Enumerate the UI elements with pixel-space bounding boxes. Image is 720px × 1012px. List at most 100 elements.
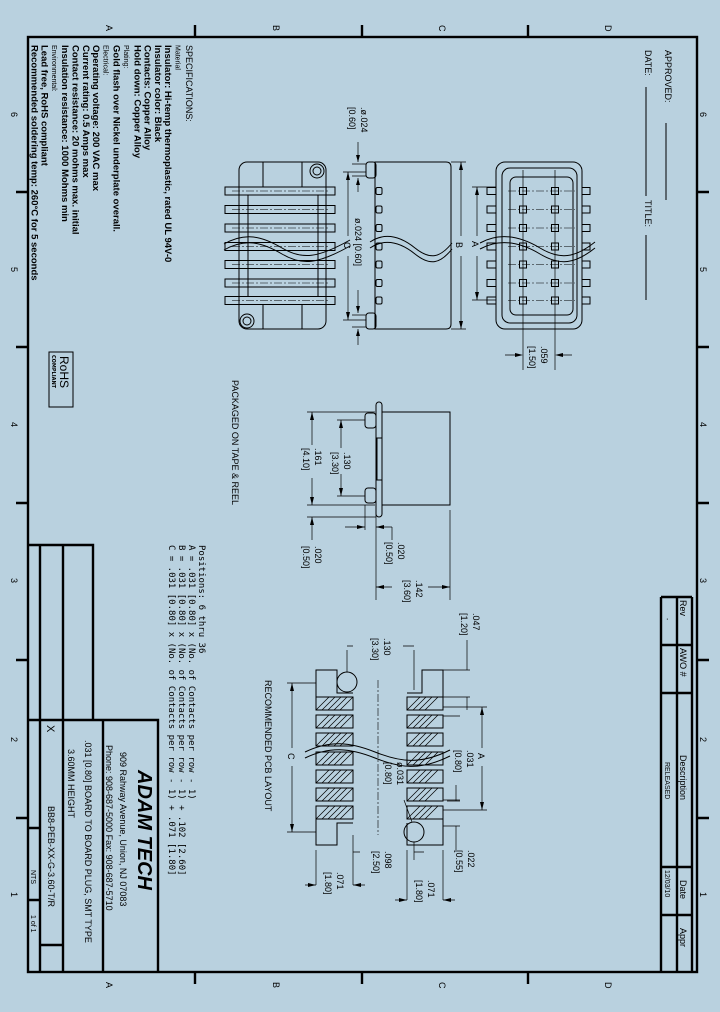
- pad-hatch: [321, 732, 336, 747]
- dim-pcb-hole-dia-mm: [0.80]: [383, 762, 393, 785]
- dim-pcb-022: .022: [466, 850, 476, 868]
- zone-number: 1: [9, 892, 19, 897]
- pad-hatch: [321, 696, 336, 711]
- formula-a: A = .031 [0.80] x (No. of Contacts per r…: [186, 545, 196, 800]
- pad-hatch: [418, 769, 433, 784]
- approval-block: APPROVED: DATE: TITLE:: [643, 50, 673, 300]
- dim-pkg-020a: .020: [313, 546, 323, 564]
- pad-hatch: [333, 714, 348, 729]
- pad-hatch: [424, 696, 439, 711]
- pad-hatch: [333, 732, 348, 747]
- part-description: .031 [0.80] BOARD TO BOARD PLUG, SMT TYP…: [83, 740, 93, 943]
- solder-pad: [406, 787, 444, 802]
- contact-tab: [486, 279, 497, 287]
- spec-line: Contacts: Copper Alloy: [142, 45, 153, 151]
- zone-number: 5: [698, 267, 708, 272]
- dim-pkg-020b: .020: [396, 542, 406, 560]
- pad-hatch: [333, 787, 348, 802]
- spec-line: Lead free, RoHS compliant: [39, 45, 50, 167]
- pad-hatch: [315, 805, 330, 820]
- zone-number: 3: [9, 578, 19, 583]
- dim-pkg-161: .161: [313, 448, 323, 466]
- pad-hatch: [418, 696, 433, 711]
- pad-hatch: [418, 714, 433, 729]
- approved-label: APPROVED:: [663, 50, 673, 103]
- pad-hatch: [315, 714, 330, 729]
- pad-hatch: [333, 769, 348, 784]
- solder-pad: [315, 714, 354, 729]
- zone-letter: C: [437, 25, 447, 32]
- contact-square: [551, 224, 559, 232]
- revision-table: Rev AWO # Description Date Appr - RELEAS…: [659, 595, 694, 972]
- pad-hatch: [418, 751, 433, 766]
- pad-hatch: [406, 751, 421, 766]
- zone-ticks: [16, 25, 709, 984]
- contact-tail: [375, 187, 383, 195]
- contact-square: [519, 279, 527, 287]
- pad-hatch: [333, 696, 348, 711]
- dim-pcb-022-mm: [0.55]: [454, 850, 464, 873]
- spec-line: Gold flash over Nickel underplate overal…: [111, 45, 122, 232]
- pad-hatch: [406, 769, 421, 784]
- contact-pin: [224, 205, 336, 214]
- solder-pad: [315, 805, 354, 820]
- date-header: Date: [678, 880, 688, 899]
- dim-label-a: A: [470, 241, 480, 247]
- contact-tab: [581, 224, 591, 232]
- solder-pad: [315, 696, 354, 711]
- zone-number: 4: [698, 422, 708, 427]
- pad-hatch: [315, 696, 330, 711]
- pad-hatch: [424, 732, 439, 747]
- pad-hatch: [424, 714, 439, 729]
- company-phone: Phone: 908-687-5000 Fax: 908-687-5710: [104, 745, 114, 911]
- pad-hatch: [412, 714, 427, 729]
- zone-number: 2: [698, 737, 708, 742]
- contact-pin: [224, 260, 336, 269]
- pad-hatch: [321, 714, 336, 729]
- spec-line: Insulator color: Black: [152, 45, 163, 143]
- pad-hatch: [327, 751, 342, 766]
- spec-line: Electrical:: [101, 45, 108, 75]
- dim-pcb-071a: .071: [335, 872, 345, 890]
- formula-c: C = .031 [0.80] x (No. of Contacts per r…: [166, 545, 176, 876]
- zone-number: 6: [698, 112, 708, 117]
- pad-hatch: [333, 751, 348, 766]
- pad-hatch: [327, 732, 342, 747]
- pad-hatch: [412, 751, 427, 766]
- contact-pin: [224, 278, 336, 288]
- rohs-text: RoHS: [57, 356, 71, 388]
- spec-line: Plating:: [122, 45, 129, 68]
- contact-square: [519, 187, 527, 195]
- zone-number: 5: [9, 267, 19, 272]
- pad-hatch: [412, 787, 427, 802]
- date-value: 12/03/10: [663, 870, 670, 897]
- pad-hatch: [333, 805, 348, 820]
- pad-hatch: [321, 751, 336, 766]
- contact-tab: [486, 260, 497, 269]
- contact-square: [519, 224, 527, 232]
- contact-square: [551, 279, 559, 287]
- pad-hatch: [315, 787, 330, 802]
- dim-pcb-130-mm: [3.30]: [370, 638, 380, 661]
- contact-square: [551, 187, 559, 195]
- contact-square: [551, 296, 559, 305]
- pad-hatch: [321, 805, 336, 820]
- awo-header: AWO #: [678, 648, 688, 677]
- packaged-note: PACKAGED ON TAPE & REEL: [230, 380, 240, 505]
- zone-number: 3: [698, 578, 708, 583]
- zone-number: 4: [9, 422, 19, 427]
- contact-tail: [375, 296, 383, 305]
- pad-hatch: [412, 769, 427, 784]
- pcb-label-c: C: [286, 753, 296, 760]
- contact-pin: [224, 242, 336, 251]
- specifications-heading: SPECIFICATIONS:: [184, 45, 194, 122]
- pad-hatch: [327, 696, 342, 711]
- pcb-label-a: A: [476, 753, 486, 759]
- pad-hatch: [327, 769, 342, 784]
- contact-tab: [486, 205, 497, 214]
- pad-hatch: [315, 732, 330, 747]
- pad-hatch: [424, 805, 439, 820]
- solder-pad: [315, 787, 354, 802]
